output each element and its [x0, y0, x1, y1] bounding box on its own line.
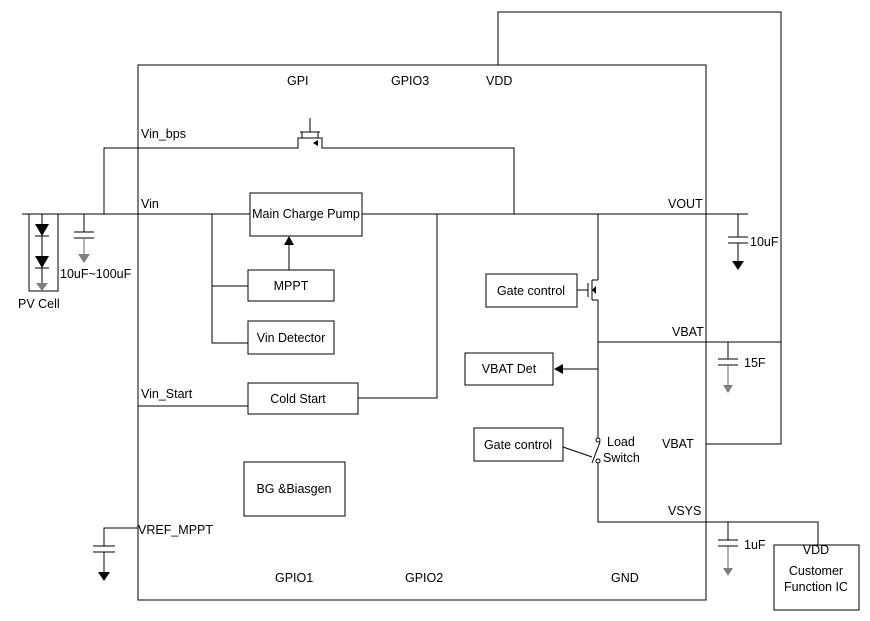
- vdd-feedback-wire: [497, 11, 782, 445]
- pin-vbat-top: VBAT: [672, 325, 704, 339]
- bypass-pmos: [103, 118, 515, 214]
- vin-internal-branches: [138, 214, 438, 407]
- pin-vout: VOUT: [668, 197, 703, 211]
- pv-cell-label: PV Cell: [18, 297, 60, 311]
- cold-start-label: Cold Start: [270, 392, 326, 406]
- load-switch: [562, 437, 819, 545]
- customer-ic-block: [773, 544, 860, 611]
- vout-capacitor: [728, 214, 748, 270]
- customer-ic-line2: Function IC: [784, 580, 848, 594]
- bg-biasgen-label: BG &Biasgen: [256, 482, 331, 496]
- mppt-block: [247, 269, 335, 302]
- vsys-capacitor: [718, 522, 738, 576]
- vbat-det-label: VBAT Det: [482, 362, 537, 376]
- input-capacitor-label: 10uF~100uF: [60, 267, 132, 281]
- pin-gpio3: GPIO3: [391, 74, 429, 88]
- vbat-det-block: [464, 352, 554, 386]
- pin-gpio2: GPIO2: [405, 571, 443, 585]
- charge-pump-block: [249, 192, 363, 237]
- vbat-det-arrow: [554, 364, 598, 374]
- pin-gpio1: GPIO1: [275, 571, 313, 585]
- pin-vin-bps: Vin_bps: [141, 127, 186, 141]
- pin-vref-mppt: VREF_MPPT: [138, 523, 213, 537]
- pin-vin-start: Vin_Start: [141, 387, 193, 401]
- input-capacitor: [74, 214, 94, 263]
- vbat-pmos: [577, 214, 599, 438]
- pv-cell: [28, 213, 59, 292]
- vin-detector-block: [247, 320, 335, 355]
- mppt-arrow: [284, 236, 294, 270]
- gate-control-bottom-block: [473, 427, 564, 462]
- gate-control-bottom-label: Gate control: [484, 438, 552, 452]
- charge-pump-label: Main Charge Pump: [252, 207, 360, 221]
- bg-biasgen-block: [243, 461, 346, 517]
- customer-ic-line1: Customer: [789, 564, 843, 578]
- pin-vin: Vin: [141, 197, 159, 211]
- vout-capacitor-label: 10uF: [750, 235, 779, 249]
- chip-outline: [137, 64, 707, 601]
- vref-capacitor: [93, 527, 138, 581]
- vin-detector-label: Vin Detector: [257, 331, 326, 345]
- mppt-label: MPPT: [274, 279, 309, 293]
- load-switch-label-1: Load: [607, 435, 635, 449]
- pin-vsys: VSYS: [668, 504, 701, 518]
- cold-start-block: [247, 382, 359, 415]
- pin-vbat-bottom: VBAT: [662, 437, 694, 451]
- load-switch-label-2: Switch: [603, 451, 640, 465]
- vsys-capacitor-label: 1uF: [744, 538, 766, 552]
- gate-control-top-block: [485, 273, 578, 308]
- customer-ic-vdd: VDD: [803, 543, 829, 557]
- gate-control-top-label: Gate control: [497, 284, 565, 298]
- pin-vdd: VDD: [486, 74, 512, 88]
- pin-gnd: GND: [611, 571, 639, 585]
- pin-gpi: GPI: [287, 74, 309, 88]
- vbat-capacitor-label: 15F: [744, 356, 766, 370]
- vbat-capacitor: [718, 342, 738, 393]
